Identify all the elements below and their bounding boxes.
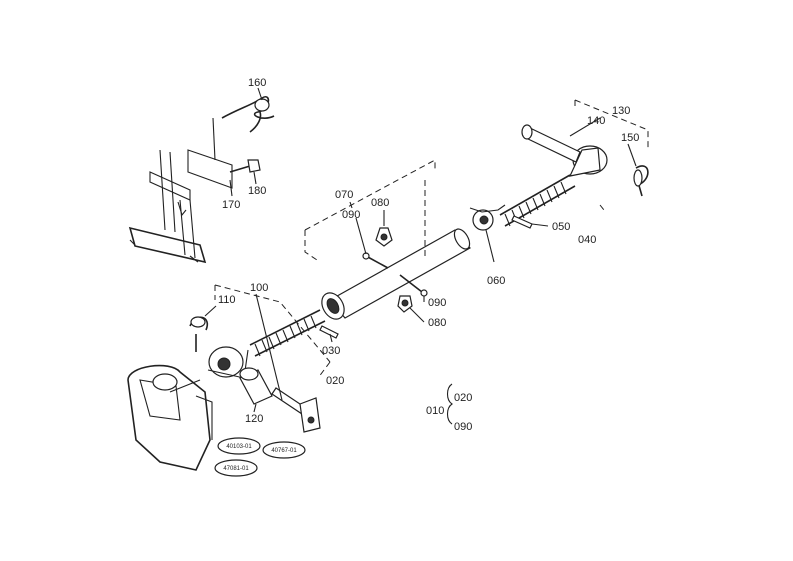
callout-080-upper: 080 bbox=[371, 197, 389, 209]
callout-070: 070 bbox=[335, 189, 353, 201]
grease-nipple-080-upper bbox=[375, 227, 393, 247]
stamp-oval-3 bbox=[214, 459, 258, 477]
bolt-180 bbox=[229, 159, 261, 173]
callout-150: 150 bbox=[621, 132, 639, 144]
callout-120: 120 bbox=[245, 413, 263, 425]
center-tube bbox=[321, 228, 471, 320]
pin-090-upper bbox=[362, 252, 389, 269]
stamp-oval-2 bbox=[262, 441, 306, 459]
stamp-oval-1 bbox=[217, 437, 261, 455]
pin-100 bbox=[271, 387, 321, 433]
callout-020-sub: 020 bbox=[454, 392, 472, 404]
callout-180: 180 bbox=[248, 185, 266, 197]
pin-140 bbox=[521, 124, 581, 163]
callout-090-lower: 090 bbox=[428, 297, 446, 309]
stamp-code-3: 47081-01 bbox=[223, 466, 249, 472]
spring-clip-160 bbox=[221, 96, 275, 133]
callout-050: 050 bbox=[552, 221, 570, 233]
lock-nut-060 bbox=[469, 204, 506, 231]
bushing-120 bbox=[239, 367, 273, 405]
stamp-code-2: 40767-01 bbox=[271, 448, 297, 454]
callout-030: 030 bbox=[322, 345, 340, 357]
callout-110: 110 bbox=[218, 294, 236, 306]
callout-170: 170 bbox=[222, 199, 240, 211]
threaded-end-right bbox=[499, 145, 608, 227]
lynch-pin-110 bbox=[189, 316, 209, 352]
threaded-end-left bbox=[207, 309, 326, 379]
callout-080-lower: 080 bbox=[428, 317, 446, 329]
leader-lines bbox=[204, 87, 637, 425]
pin-030 bbox=[319, 325, 339, 339]
callout-140: 140 bbox=[587, 115, 605, 127]
callout-130: 130 bbox=[612, 105, 630, 117]
tractor-hitch-bracket bbox=[127, 364, 213, 471]
part-code-stamps: 40103-01 40767-01 47081-01 bbox=[214, 437, 306, 477]
pin-050 bbox=[511, 215, 533, 229]
callout-090-sub: 090 bbox=[454, 421, 472, 433]
callout-010: 010 bbox=[426, 405, 444, 417]
stamp-code-1: 40103-01 bbox=[226, 444, 252, 450]
callout-040: 040 bbox=[578, 234, 596, 246]
callout-020: 020 bbox=[326, 375, 344, 387]
group-boundaries bbox=[214, 99, 649, 379]
callout-100: 100 bbox=[250, 282, 268, 294]
callout-160: 160 bbox=[248, 77, 266, 89]
callout-labels: 160 170 180 070 090 080 130 140 150 050 … bbox=[218, 77, 639, 433]
lynch-pin-150 bbox=[633, 165, 649, 197]
callout-090-upper: 090 bbox=[342, 209, 360, 221]
bracket-assembly bbox=[128, 117, 233, 264]
callout-060: 060 bbox=[487, 275, 505, 287]
grease-nipple-080-lower bbox=[397, 295, 413, 313]
